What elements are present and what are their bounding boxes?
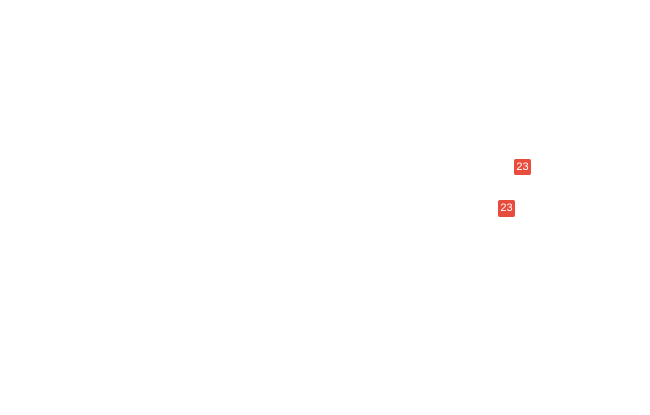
marker-badge-23-lower[interactable]: 23 <box>498 200 515 217</box>
marker-badge-23-upper[interactable]: 23 <box>514 159 531 175</box>
